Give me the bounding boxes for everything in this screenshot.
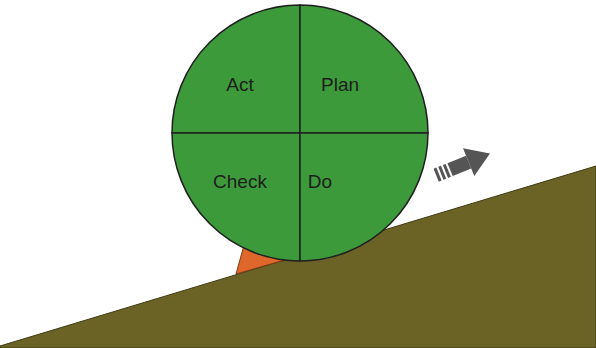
quadrant-shape	[300, 133, 428, 261]
quadrant-outline	[300, 5, 428, 133]
direction-arrow	[431, 140, 496, 190]
pdca-quadrant: Act	[172, 5, 300, 133]
pdca-quadrant: Do	[300, 133, 428, 261]
quadrant-label: Do	[308, 171, 332, 193]
quadrant-label: Plan	[321, 74, 359, 96]
pdca-quadrant: Plan	[300, 5, 428, 133]
quadrant-outline	[172, 5, 300, 133]
quadrant-shape	[172, 5, 300, 133]
arrow-head	[463, 140, 496, 176]
quadrant-label: Check	[213, 171, 267, 193]
quadrant-outline	[300, 133, 428, 261]
quadrant-shape	[172, 133, 300, 261]
quadrant-outline	[172, 133, 300, 261]
pdca-quadrant: Check	[172, 133, 300, 261]
quadrant-shape	[300, 5, 428, 133]
quadrant-label: Act	[226, 74, 253, 96]
